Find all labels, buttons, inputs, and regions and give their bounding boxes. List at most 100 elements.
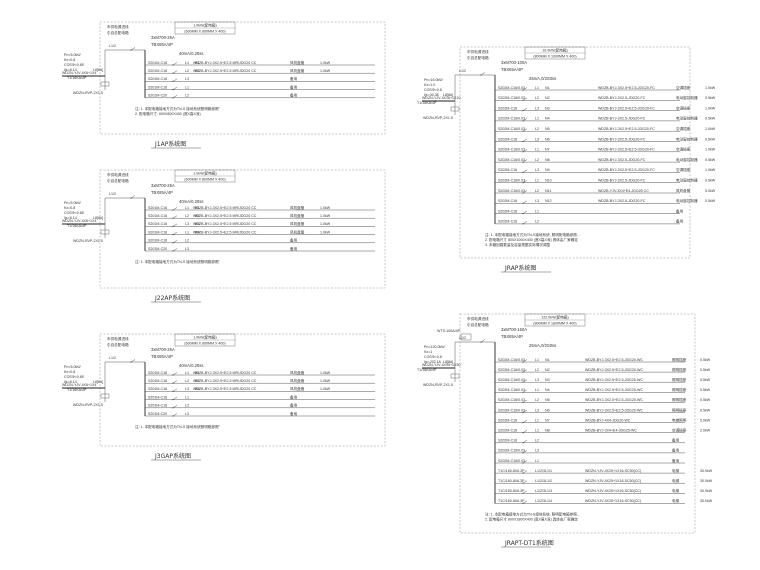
breaker-contact-symbol (130, 49, 132, 51)
circuit-phase: L1 (185, 206, 189, 210)
breaker-switch-symbol (480, 72, 486, 76)
panel-rating-text: 1.0kW(配电箱) (193, 335, 216, 340)
circuit-number: N2 (545, 368, 550, 372)
circuit-phase: L2 (535, 158, 539, 162)
circuit-usage: 电梯 (672, 488, 680, 493)
breaker-contact-symbol (522, 213, 524, 215)
circuit-number: N3 (195, 222, 200, 226)
circuit-phase: L1 (535, 117, 539, 121)
breaker-switch-symbol (522, 369, 528, 373)
breaker-switch-symbol (172, 231, 178, 235)
panel-note: 注: 1. 本配电箱接地方式为TN-S接地系统, 照明配电箱参照... (485, 232, 580, 237)
circuit-usage: 空调插座 (672, 428, 687, 433)
circuit-usage: 电梯 (672, 498, 680, 503)
circuit-phase: L2 (535, 96, 539, 100)
breaker-switch-symbol (130, 47, 136, 51)
circuit-load: 0.5kW (700, 378, 711, 382)
circuit-usage: 空调插座 (676, 105, 691, 110)
circuit-breaker-spec: S202M-C16/0.03 (498, 179, 525, 183)
breaker-switch-symbol (522, 97, 528, 101)
breaker-contact-symbol (172, 234, 174, 236)
circuit-load: 0.5kW (705, 179, 716, 183)
breaker-switch-symbol (172, 413, 178, 417)
circuit-phase: L3 (535, 199, 539, 203)
load-parameter: Pn=120.0kW (424, 345, 445, 349)
circuit-breaker-spec: S202M-C16 (498, 439, 517, 443)
circuit-load: 5.0kW (705, 189, 716, 193)
breaker-contact-symbol (172, 217, 174, 219)
breaker-contact-symbol (522, 223, 524, 225)
panel-note: 2. 配电箱尺寸 800X1000X400 (宽X高X深) 具体由厂家确定 (485, 237, 578, 242)
breaker-contact-symbol (522, 361, 524, 363)
circuit-breaker-spec: S202M-C16 (498, 137, 517, 141)
circuit-usage: 风机盘管 (290, 68, 305, 73)
load-parameter: Ijs=8.14 (64, 68, 77, 72)
spd-cable-spec: WDZN-RVP-2X1.5 (423, 383, 453, 387)
circuit-cable-spec: WDZN-YJV-4X25+1X16-SC50(CC) (585, 469, 641, 473)
circuit-load: 30.0kW (700, 489, 713, 493)
circuit-number: N1 (545, 358, 550, 362)
panel-enclosure (99, 21, 386, 135)
circuit-usage: 电梯 (672, 468, 680, 473)
circuit-usage: 备用 (676, 208, 684, 213)
breaker-switch-symbol (172, 388, 178, 392)
circuit-usage: 电动窗控制器 (676, 136, 698, 141)
circuit-cable-spec: WDZB-BYJ-3X2.5+E2.5 MR/JDG20 CC (193, 379, 257, 383)
distribution-panel-p3: 1.0kW(配电箱)(600MM X 800MM X 400)市供电源进线引自总… (62, 333, 386, 461)
circuit-load: 1.0kW (320, 222, 331, 226)
load-parameter: Ijs=8.14 (64, 216, 77, 220)
bus-label: L1/2 (109, 192, 116, 196)
circuit-load: 1.0kW (320, 379, 331, 383)
load-parameter: COSΦ=0.8 (424, 355, 442, 359)
circuit-load: 1.0kW (320, 61, 331, 65)
circuit-number: N2 (545, 96, 550, 100)
circuit-phase: L3 (185, 222, 189, 226)
circuit-number: N1 (195, 371, 200, 375)
panel-title: JRAP系统图 (504, 264, 536, 272)
circuit-cable-spec: WDZB-BYJ-4X4-JDG20-WC (585, 418, 631, 422)
breaker-switch-symbol (522, 118, 528, 122)
rcd-spec: 25mA,0/2S0ss (529, 343, 556, 348)
circuit-breaker-spec: S202M-C16/0.03 (498, 127, 525, 131)
breaker-switch-symbol (522, 159, 528, 163)
breaker-switch-symbol (522, 200, 528, 204)
circuit-load: 30.0kW (700, 469, 713, 473)
breaker-contact-symbol (522, 202, 524, 204)
circuit-number: N3 (195, 387, 200, 391)
circuit-usage: 风机盘管 (290, 229, 305, 234)
circuit-number: N11 (545, 189, 551, 193)
load-parameter: Ijs=30.38 (424, 93, 439, 97)
circuit-phase: L2 (535, 398, 539, 402)
circuit-usage: 电梯照明 (672, 417, 687, 422)
load-parameter: Pn=5.0kW (64, 365, 81, 369)
circuit-breaker-spec: S201M-C16 (148, 239, 167, 243)
breaker-switch-symbol (172, 396, 178, 400)
main-breaker-spec: 3xM700-100A (501, 60, 527, 65)
circuit-breaker-spec: T1C/160-80A 3P (498, 489, 525, 493)
spd-cable-spec: WDZN-RVP-2X1.5 (423, 116, 453, 120)
panel-size-text: (600MM X 800MM X 400) (184, 178, 225, 182)
circuit-usage: 电动窗控制器 (676, 157, 698, 162)
circuit-usage: 风机盘管 (290, 205, 305, 210)
breaker-switch-symbol (522, 460, 528, 464)
circuit-usage: 电动窗控制器 (676, 178, 698, 183)
breaker-switch-symbol (172, 207, 178, 211)
circuit-phase: L1/2/3 (535, 489, 545, 493)
circuit-breaker-spec: S201M-C16 (148, 371, 167, 375)
load-parameter: Ijs=8.14 (64, 380, 77, 384)
panel-rating-text: 122.0kW(配电箱) (541, 315, 568, 320)
circuit-phase: L3 (185, 412, 189, 416)
circuit-load: 2.0kW (700, 429, 711, 433)
breaker-contact-symbol (172, 250, 174, 252)
breaker-switch-symbol (522, 138, 528, 142)
circuit-load: 1.0kW (705, 127, 716, 131)
surge-protector-symbol (100, 229, 110, 235)
spd-cable-spec: WDZN-RVP-2X1.5 (73, 91, 103, 95)
panel-enclosure (99, 333, 386, 447)
circuit-number: N2 (195, 214, 200, 218)
circuit-number: N7 (545, 148, 550, 152)
breaker-switch-symbol (522, 190, 528, 194)
circuit-breaker-spec: S201M-C16 (148, 404, 167, 408)
circuit-cable-spec: WDZB-BYJ-3X2.5+E2.5 MR/JDG20 CC (193, 69, 257, 73)
breaker-switch-symbol (522, 399, 528, 403)
